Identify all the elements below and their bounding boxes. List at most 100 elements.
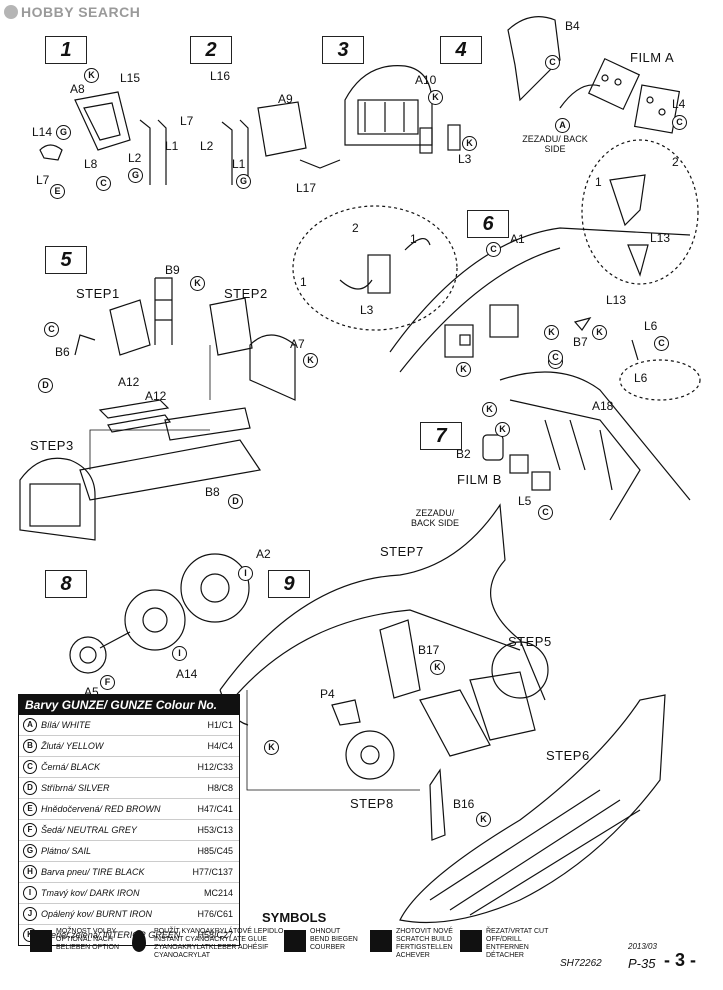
- fuselage-a18-drawing: [499, 371, 691, 501]
- part-label: STEP2: [224, 286, 268, 301]
- step-4-box: 4: [440, 36, 482, 64]
- part-label: L14: [32, 125, 53, 139]
- part-label: L1: [232, 157, 246, 171]
- part-label: L7: [36, 173, 50, 187]
- part-label: L3: [458, 152, 472, 166]
- part-label: A12: [145, 389, 167, 403]
- colour-code-circle: K: [462, 136, 477, 151]
- colour-code-circle: I: [238, 566, 253, 581]
- issue-date: 2013/03: [628, 942, 657, 951]
- part-label: A18: [592, 399, 614, 413]
- part-label: STEP3: [30, 438, 74, 453]
- step-order-label: 2: [672, 155, 679, 169]
- optional-icon: [30, 930, 52, 952]
- colour-code-circle: K: [476, 812, 491, 827]
- part-label: B16: [453, 797, 475, 811]
- symbol-scratch-build: ZHOTOVIT NOVÉ SCRATCH BUILD FERTIGSTELLE…: [370, 928, 470, 970]
- part-label: A9: [278, 92, 293, 106]
- part-label: B6: [55, 345, 70, 359]
- film-b-label: FILM B: [457, 472, 502, 487]
- colour-code-circle: A: [555, 118, 570, 133]
- part-label: L8: [84, 157, 98, 171]
- step-6-box: 6: [467, 210, 509, 238]
- seat-a8-drawing: [74, 91, 131, 151]
- part-label: P4: [320, 687, 335, 701]
- part-label: L3: [360, 303, 374, 317]
- symbol-cut-off: ŘEZAT/VRTAT CUT OFF/DRILL ENTFERNEN DÉTA…: [460, 928, 570, 970]
- part-label: A1: [510, 232, 525, 246]
- colour-code-circle: C: [44, 322, 59, 337]
- part-label: L16: [210, 69, 231, 83]
- part-label: STEP6: [546, 748, 590, 763]
- engine-a2-drawing: [180, 553, 250, 623]
- step-order-label: 1: [410, 232, 417, 246]
- step-3-box: 3: [322, 36, 364, 64]
- part-label: L13: [606, 293, 627, 307]
- colour-code-circle: D: [38, 378, 53, 393]
- part-label: L13: [650, 231, 671, 245]
- watermark: HOBBY SEARCH: [4, 4, 140, 20]
- fuselage-a1-drawing: [389, 227, 691, 353]
- part-label: A7: [290, 337, 305, 351]
- part-b4-drawing: [507, 16, 561, 102]
- colour-code-circle: K: [430, 660, 445, 675]
- part-label: A14: [176, 667, 198, 681]
- step-order-label: 1: [595, 175, 602, 189]
- glue-drop-icon: [132, 930, 146, 952]
- model-name: P-35: [628, 956, 656, 971]
- colour-code-circle: C: [654, 336, 669, 351]
- part-label: L17: [296, 181, 317, 195]
- part-label: STEP1: [76, 286, 120, 301]
- colour-code-circle: D: [228, 494, 243, 509]
- step-7-box: 7: [420, 422, 462, 450]
- seat-a9-drawing: [257, 101, 307, 157]
- part-label: L4: [672, 97, 686, 111]
- part-label: B7: [573, 335, 588, 349]
- colour-code-circle: C: [545, 55, 560, 70]
- colour-code-circle: C: [96, 176, 111, 191]
- symbol-optional: MOŽNOST VOLBY OPTIONAL NACH BELIEBEN OPT…: [30, 928, 140, 970]
- part-label: L2: [128, 151, 142, 165]
- colour-code-circle: K: [264, 740, 279, 755]
- colour-code-circle: K: [428, 90, 443, 105]
- step-8-box: 8: [45, 570, 87, 598]
- step-order-label: 1: [300, 275, 307, 289]
- colour-code-circle: K: [84, 68, 99, 83]
- part-label: B4: [565, 19, 580, 33]
- part-label: L7: [180, 114, 194, 128]
- part-label: A10: [415, 73, 437, 87]
- part-label: L15: [120, 71, 141, 85]
- kit-code: SH72262: [560, 958, 602, 969]
- symbol-glue: POUŽÍT KYANOAKRYLÁTOVÉ LEPIDLO INSTANT C…: [128, 928, 288, 970]
- colour-code-circle: C: [486, 242, 501, 257]
- colour-code-circle: G: [56, 125, 71, 140]
- cut-off-icon: [460, 930, 482, 952]
- part-label: L1: [165, 139, 179, 153]
- colour-code-circle: K: [544, 325, 559, 340]
- colour-code-circle: C: [538, 505, 553, 520]
- colour-code-circle: F: [100, 675, 115, 690]
- colour-code-circle: K: [482, 402, 497, 417]
- watermark-text: HOBBY SEARCH: [21, 4, 141, 20]
- colour-code-circle: G: [128, 168, 143, 183]
- part-label: B8: [205, 485, 220, 499]
- colour-code-circle: C: [672, 115, 687, 130]
- colour-code-circle: K: [495, 422, 510, 437]
- symbol-bend: OHNOUT BEND BIEGEN COURBER: [284, 928, 364, 970]
- fuselage-assembly-drawing: [219, 503, 546, 701]
- part-label: L2: [200, 139, 214, 153]
- colour-code-circle: K: [456, 362, 471, 377]
- part-label: L5: [518, 494, 532, 508]
- step-5-box: 5: [45, 246, 87, 274]
